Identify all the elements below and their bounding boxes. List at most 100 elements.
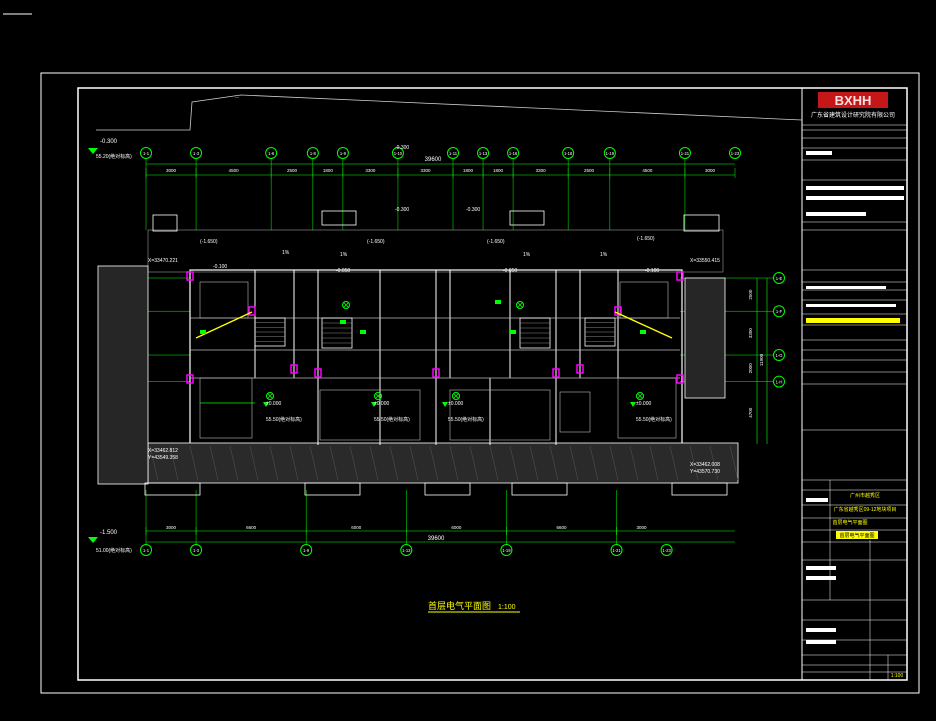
- switch-2: [495, 300, 501, 304]
- hatch-12: [389, 445, 399, 481]
- column-1: [186, 374, 194, 384]
- axis-bubble-bottom-5-label: 1-21: [612, 548, 621, 553]
- dim-top-text-0: 3000: [166, 168, 177, 173]
- floor-level-a: ±0.000: [266, 401, 281, 407]
- coord-3: X=33462.812: [148, 448, 178, 454]
- svg-text:-0.300: -0.300: [100, 139, 118, 145]
- light-fixture-1: [516, 301, 524, 309]
- tb-text-block-9: [806, 640, 836, 644]
- level-tri-2: [442, 402, 448, 407]
- light-x2-5: [637, 393, 643, 399]
- hatch-21: [569, 445, 579, 481]
- hatch-28: [709, 445, 719, 481]
- hatch-8: [309, 445, 319, 481]
- column-9: [432, 368, 440, 378]
- step-out-3: [511, 482, 568, 496]
- svg-text:51.00(绝对标高): 51.00(绝对标高): [96, 547, 132, 554]
- dim-bottom-text-2: 6000: [351, 525, 362, 530]
- hatch-7: [289, 445, 299, 481]
- hatch-24: [629, 445, 639, 481]
- tb-text-block-0: [806, 151, 832, 155]
- dim-top-text-3: 1800: [323, 168, 334, 173]
- room-4: [319, 389, 421, 441]
- room-1: [619, 281, 669, 319]
- slope-2: 1%: [340, 252, 348, 258]
- dim-bottom-text-4: 6600: [556, 525, 567, 530]
- dim-right-total-text: 11900: [759, 353, 764, 366]
- axis-bubble-bottom-2-label: 1-9: [303, 548, 310, 553]
- level-top-left: -0.300 55.20(绝对标高): [88, 139, 132, 160]
- title-block-logo: BXHH: [818, 92, 888, 108]
- axis-bubble-bottom-3: [400, 544, 413, 556]
- axis-bubble-bottom-3-label: 1-13: [402, 548, 411, 553]
- column-2: [248, 306, 256, 316]
- building-walls: [97, 210, 739, 496]
- axis-bubble-top-8-label: 1-16: [509, 151, 518, 156]
- hatch-22: [589, 445, 599, 481]
- title-block: BXHH 广东省建筑设计研究院有限公司 广州市越秀区 广东省越秀区09-12地块…: [801, 88, 907, 680]
- revision: 1:100: [891, 673, 904, 679]
- axis-bubble-right-1: [773, 305, 785, 318]
- switch-3: [510, 330, 516, 334]
- hatch-26: [669, 445, 679, 481]
- level-mid-11: (-1.650): [637, 236, 655, 242]
- axis-bubble-top-0-label: 1-1: [143, 151, 150, 156]
- axis-bubble-top-9-label: 1-18: [564, 151, 573, 156]
- hatch-25: [649, 445, 659, 481]
- electrical-elements: [195, 300, 673, 407]
- axis-bubble-top-5-label: 1-10: [394, 151, 403, 156]
- floor-abs-b: 55.50(绝对标高): [374, 416, 410, 423]
- axis-bubble-bottom-5: [610, 544, 623, 556]
- hatch-4: [229, 445, 239, 481]
- axis-bubble-top-2-label: 1-6: [268, 151, 275, 156]
- dim-bottom-text-1: 6600: [246, 525, 257, 530]
- hatch-1: [169, 445, 179, 481]
- light-x2-4: [453, 393, 459, 399]
- stair-0: [321, 317, 353, 349]
- hatch-29: [729, 445, 739, 481]
- light-x2-1: [517, 302, 523, 308]
- left-terrace: [97, 265, 149, 485]
- light-fixture-2: [266, 392, 274, 400]
- coord-5: Y=43549.358: [148, 455, 178, 461]
- axis-bubble-bottom-end-label: 1-23: [662, 548, 671, 553]
- level-mid-2: -0.300: [395, 207, 409, 213]
- axis-bubble-top-8: [507, 147, 520, 159]
- level-mid-9: (-1.650): [367, 239, 385, 245]
- slope-3: 1%: [523, 252, 531, 258]
- axis-bubble-top-end-label: 1-23: [731, 151, 740, 156]
- level-mid-10: (-1.650): [487, 239, 505, 245]
- axis-bubble-bottom-1: [190, 544, 203, 556]
- axis-bubble-top-4-label: 1-9: [340, 151, 347, 156]
- slope-4: 1%: [600, 252, 608, 258]
- level-mid-1: -0.300: [395, 145, 409, 151]
- tb-text-block-4: [806, 286, 886, 289]
- switch-1: [360, 330, 366, 334]
- dim-right-text-1: 3300: [748, 328, 753, 339]
- svg-text:55.20(绝对标高): 55.20(绝对标高): [96, 153, 132, 160]
- axis-bubble-top-10: [603, 147, 616, 159]
- front-terrace: [147, 442, 739, 484]
- floor-level-c: ±0.000: [448, 401, 463, 407]
- bay-3: [683, 214, 720, 232]
- column-6: [614, 306, 622, 316]
- bay-2: [509, 210, 545, 226]
- room-6: [559, 391, 591, 433]
- axis-bubble-bottom-4: [500, 544, 513, 556]
- step-out-1: [304, 482, 361, 496]
- level-tri-1: [371, 402, 377, 407]
- hatch-11: [369, 445, 379, 481]
- project-name: 广东省越秀区09-12地块项目: [834, 506, 897, 513]
- level-mid-3: -0.300: [466, 207, 480, 213]
- bay-1: [321, 210, 357, 226]
- axis-bubble-top-11: [678, 147, 691, 159]
- axis-bubble-right-2: [773, 349, 785, 362]
- hatch-15: [449, 445, 459, 481]
- hatch-14: [429, 445, 439, 481]
- axis-bubble-top-2: [265, 147, 278, 159]
- dim-top-text-4: 3300: [365, 168, 376, 173]
- hatch-23: [609, 445, 619, 481]
- step-out-2: [424, 482, 471, 496]
